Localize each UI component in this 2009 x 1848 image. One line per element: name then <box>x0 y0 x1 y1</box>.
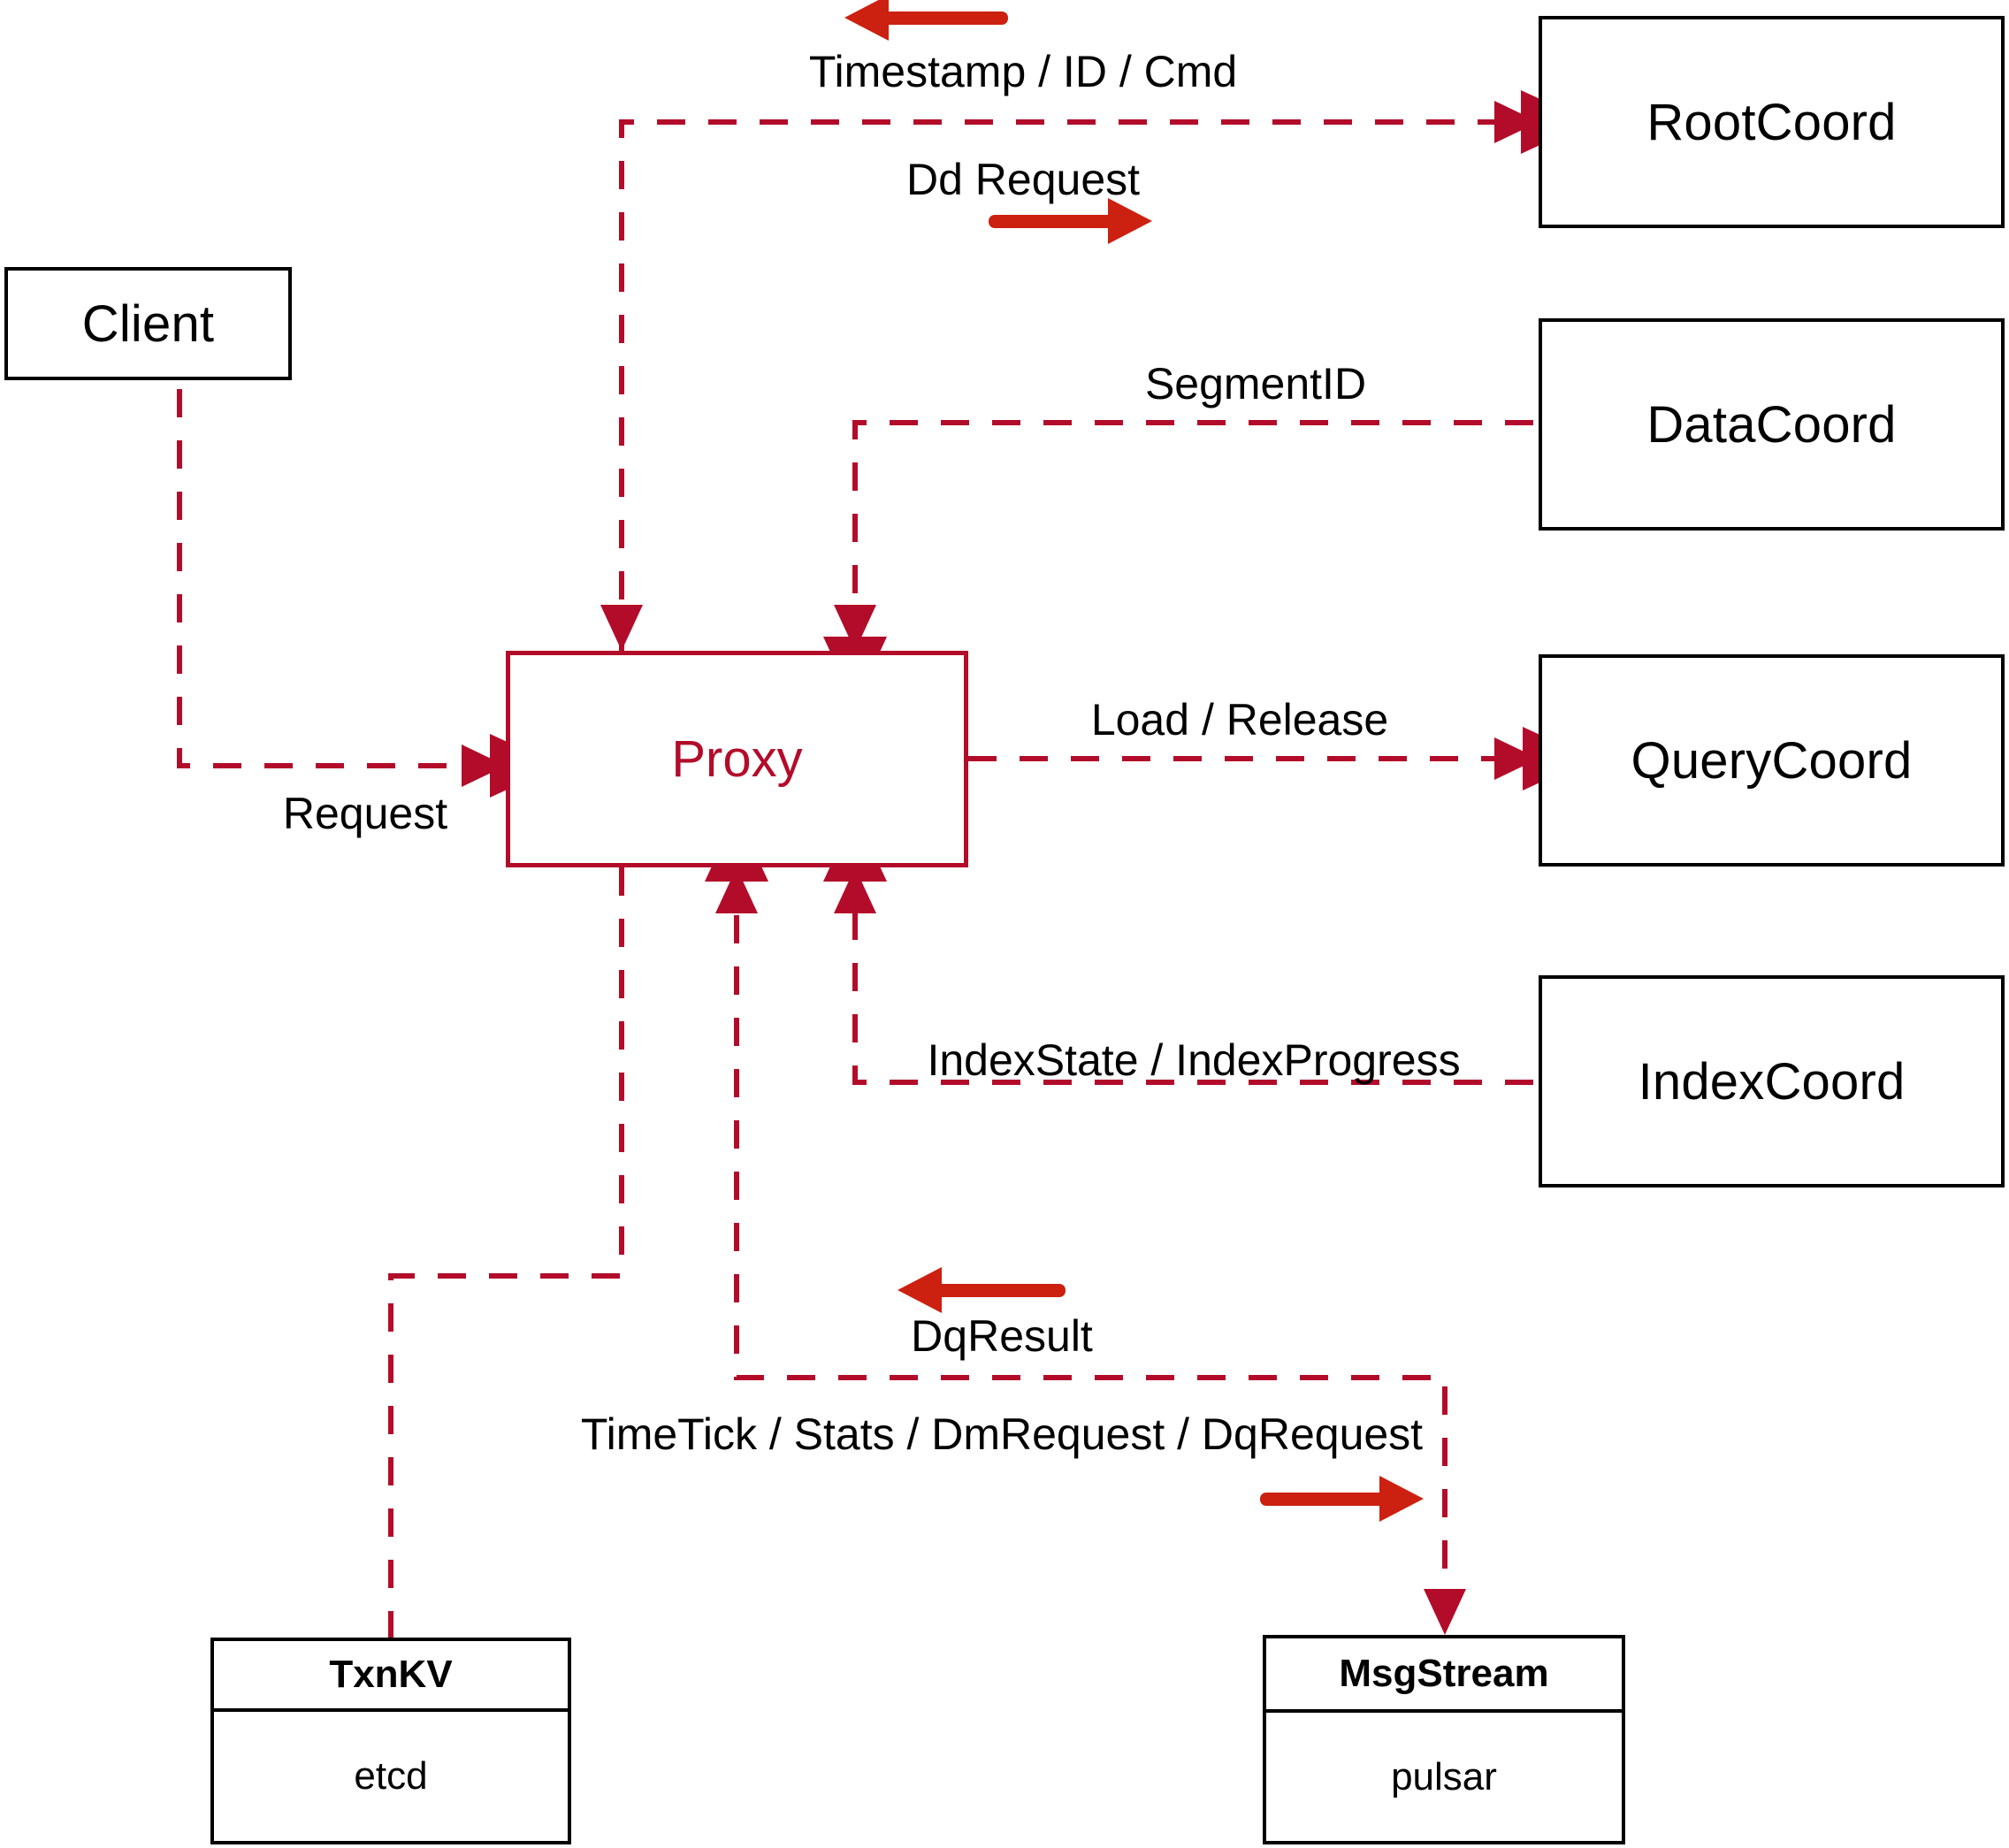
node-rootcoord[interactable]: RootCoord <box>1539 16 2005 228</box>
node-querycoord[interactable]: QueryCoord <box>1539 654 2005 867</box>
direction-arrow-group <box>844 0 1424 1522</box>
direction-arrow-dq-result <box>898 1267 1066 1313</box>
edge-label-request: Request <box>282 789 448 838</box>
node-txnkv[interactable]: TxnKV etcd <box>210 1638 571 1844</box>
arrowhead-into-proxy-bottom-right <box>834 867 876 913</box>
edge-label-timestamp-id-cmd: Timestamp / ID / Cmd <box>808 47 1238 96</box>
edge-label-timetick-stats: TimeTick / Stats / DmRequest / DqRequest <box>580 1409 1424 1459</box>
node-indexcoord[interactable]: IndexCoord <box>1539 975 2005 1187</box>
node-indexcoord-label: IndexCoord <box>1638 1052 1906 1111</box>
node-txnkv-header: TxnKV <box>214 1641 568 1712</box>
arrowhead-into-rootcoord <box>1494 101 1539 143</box>
node-msgstream-body: pulsar <box>1391 1754 1497 1798</box>
node-client[interactable]: Client <box>4 267 292 380</box>
node-datacoord-label: DataCoord <box>1646 395 1897 454</box>
direction-arrow-dd-request <box>989 198 1152 244</box>
edge-label-dq-result: DqResult <box>911 1311 1093 1361</box>
edge-index-state-line <box>823 813 1533 1085</box>
node-datacoord[interactable]: DataCoord <box>1539 318 2005 531</box>
edge-request-line <box>177 389 559 798</box>
node-txnkv-body: etcd <box>354 1754 428 1798</box>
node-proxy-label: Proxy <box>671 730 803 788</box>
arrowhead-into-querycoord <box>1494 737 1539 780</box>
edge-label-index-state-progress: IndexState / IndexProgress <box>927 1035 1461 1085</box>
arrowhead-into-msgstream <box>1424 1589 1466 1635</box>
node-querycoord-label: QueryCoord <box>1631 731 1913 790</box>
node-proxy[interactable]: Proxy <box>506 651 968 867</box>
edge-label-segment-id: SegmentID <box>1144 359 1367 409</box>
node-msgstream-header: MsgStream <box>1266 1638 1622 1713</box>
edge-msgstream-line <box>705 813 1448 1620</box>
arrowhead-into-proxy-top-right <box>834 605 876 651</box>
arrowhead-group <box>462 101 1539 1635</box>
direction-arrow-timetick <box>1260 1476 1424 1522</box>
edge-segment-id-line <box>823 420 1533 706</box>
node-client-label: Client <box>81 294 215 353</box>
node-rootcoord-label: RootCoord <box>1646 93 1897 151</box>
node-msgstream[interactable]: MsgStream pulsar <box>1263 1635 1625 1844</box>
arrowhead-into-proxy-bottom-mid <box>715 867 758 913</box>
edge-txnkv-line <box>388 867 624 1638</box>
arrowhead-into-proxy-top-left <box>600 605 643 651</box>
edge-label-load-release: Load / Release <box>1090 695 1389 745</box>
direction-arrow-timestamp <box>844 0 1008 41</box>
arrowhead-into-proxy-left <box>462 745 506 787</box>
edge-label-dd-request: Dd Request <box>905 155 1141 204</box>
edge-dd-request-line <box>619 90 1590 651</box>
